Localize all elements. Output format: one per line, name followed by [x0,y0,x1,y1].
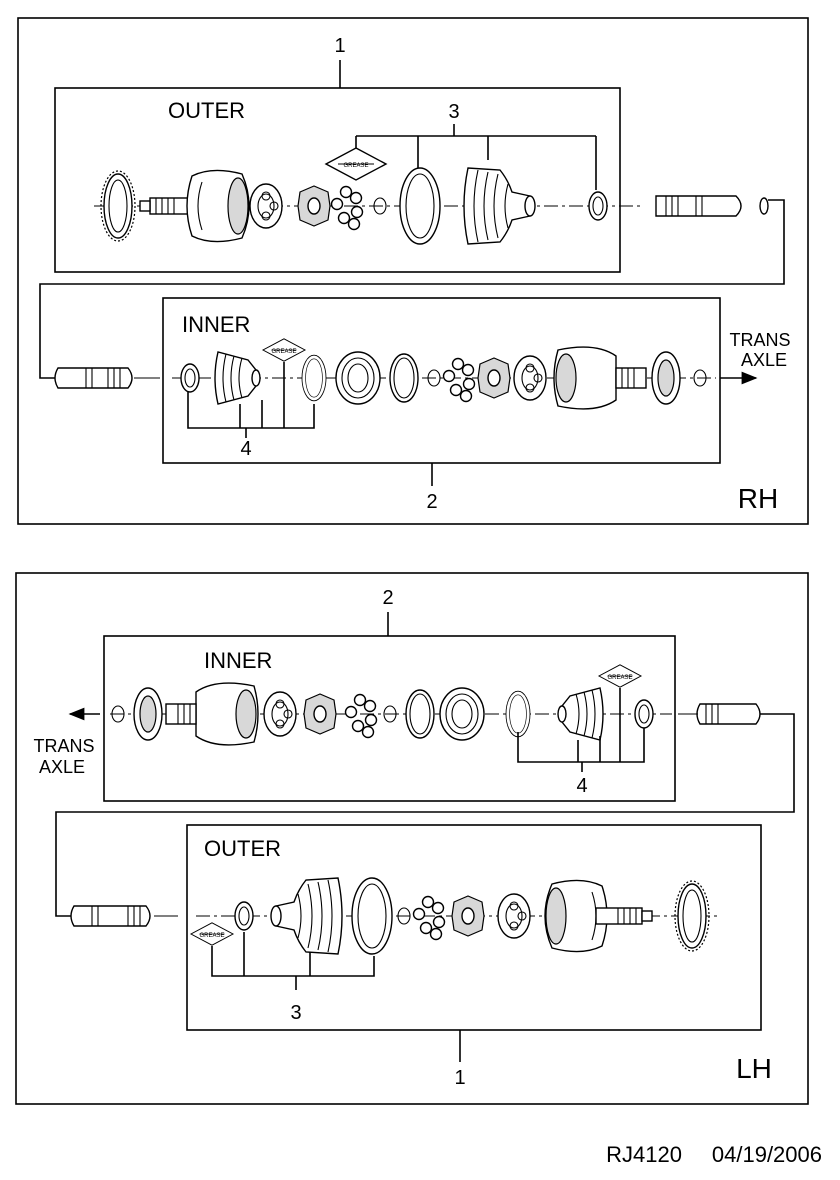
lh-outer-label: OUTER [204,836,281,861]
lh-axle-label: AXLE [39,757,85,777]
rh-inner-small-clamp [180,363,200,393]
rh-shaft-connector-line [39,199,785,379]
rh-inner-boot [214,351,261,405]
rh-inner-spacer-ring [335,351,381,405]
lh-inner-bearing-balls [346,695,377,738]
lh-trans-label: TRANS [33,736,94,756]
svg-text:GREASE: GREASE [199,933,224,939]
rh-callout-outer-boot-kit: 3 [448,101,459,123]
rh-panel: 1 OUTER 3 GREASE [17,17,809,525]
lh-inner-o-ring [405,689,435,739]
rh-inner-tripod-housing [553,346,647,410]
lh-inner-label: INNER [204,648,272,673]
rh-inner-grease-icon: GREASE [262,338,306,362]
rh-inner-o-ring [389,353,419,403]
rh-outer-label: OUTER [168,98,245,123]
lh-inner-spacer-ring [439,687,485,741]
lh-callout-outer-assembly: 1 [454,1067,465,1089]
rh-tone-ring [100,170,136,242]
lh-inner-grease-icon: GREASE [598,664,642,688]
lh-inner-race [303,693,337,735]
lh-inner-large-clamp [505,690,531,738]
lh-outer-cage [497,893,531,939]
lh-side-label: LH [736,1053,772,1084]
rh-inner-race [477,357,511,399]
rh-axle-shaft-inner-end [54,367,133,389]
lh-inner-boot [557,687,604,741]
rh-trans-label: TRANS [729,330,790,350]
drawing-id: RJ4120 [606,1142,682,1167]
rh-inner-boot-kit-leader [187,362,315,429]
rh-outer-small-clamp [588,191,608,221]
rh-callout-inner-boot-kit: 4 [240,438,251,460]
lh-outer-small-clamp [234,901,254,931]
rh-outer-cv-housing [186,169,250,243]
rh-callout-outer-assembly: 1 [334,35,345,57]
lh-outer-boot [270,877,343,955]
rh-panel-border [17,17,809,525]
lh-outer-bearing-balls [414,897,445,940]
lh-panel: 2 INNER TRANS AXLE GREASE 4 [15,572,809,1105]
rh-side-label: RH [738,483,778,514]
lh-axle-shaft-outer-end [70,905,151,927]
rh-axle-label: AXLE [741,350,787,370]
rh-inner-label: INNER [182,312,250,337]
lh-callout-outer-boot-kit: 3 [290,1002,301,1024]
lh-outer-stub-shaft [595,907,653,925]
rh-inner-cage [513,355,547,401]
lh-inner-boot-kit-leader [517,688,645,763]
rh-outer-large-clamp [399,167,441,245]
lh-callout-inner-assembly: 2 [382,587,393,609]
rh-outer-boot-kit-leader [355,135,597,190]
svg-text:GREASE: GREASE [271,349,296,355]
lh-panel-border [15,572,809,1105]
rh-outer-grease-icon: GREASE [325,147,387,181]
lh-callout-inner-boot-kit: 4 [576,775,587,797]
lh-outer-large-clamp [351,877,393,955]
lh-inner-cage [263,691,297,737]
rh-outer-inner-race [297,185,331,227]
lh-inner-seal [133,687,163,741]
lh-inner-tripod-housing [165,682,259,746]
svg-text:GREASE: GREASE [343,163,368,169]
lh-inner-group-box [103,635,676,802]
rh-inner-large-clamp [301,354,327,402]
lh-axle-shaft-inner-end [696,703,761,725]
rh-inner-seal [651,351,681,405]
lh-shaft-connector-line [55,713,795,917]
rh-axle-shaft-outer-end [655,195,742,217]
lh-outer-inner-race [451,895,485,937]
lh-tone-ring [674,880,710,952]
rh-inner-group-box [162,297,721,464]
drawing-date: 04/19/2006 [712,1142,822,1167]
rh-callout-inner-assembly: 2 [426,491,437,513]
rh-outer-bearing-balls [332,187,363,230]
rh-outer-group-box [54,87,621,273]
lh-outer-group-box [186,824,762,1031]
svg-text:GREASE: GREASE [607,675,632,681]
lh-outer-boot-kit-leader [211,932,375,977]
lh-inner-small-clamp [634,699,654,729]
rh-inner-bearing-balls [444,359,475,402]
rh-outer-boot [463,167,536,245]
rh-outer-cage [249,183,283,229]
lh-outer-grease-icon: GREASE [190,922,234,946]
